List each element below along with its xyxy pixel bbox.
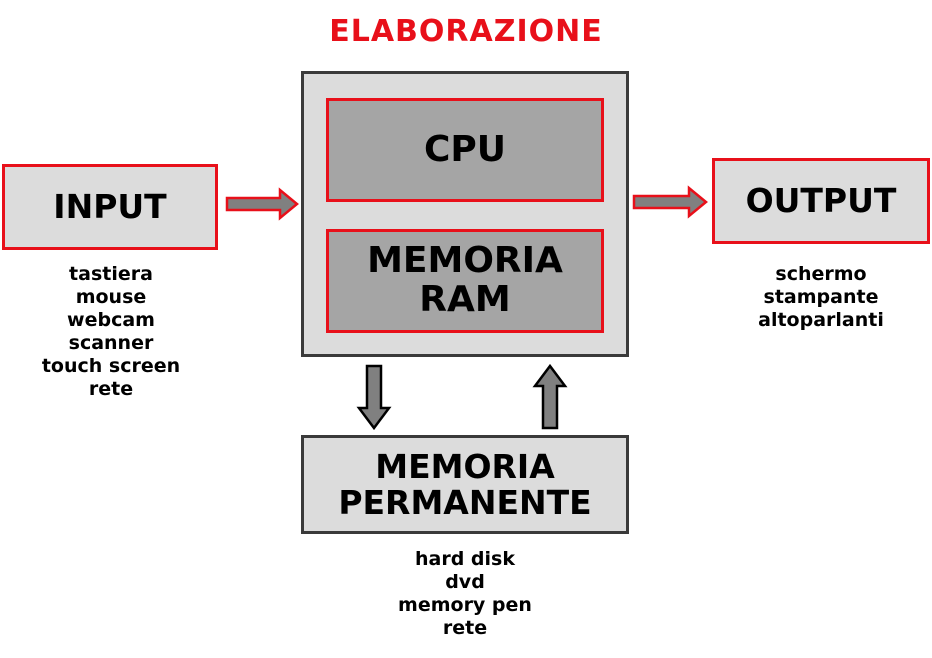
arrow-up-icon <box>532 363 568 430</box>
list-item: scanner <box>68 332 154 354</box>
list-item: rete <box>442 617 488 639</box>
storage-label-line: PERMANENTE <box>338 482 592 522</box>
list-item: hard disk <box>415 548 515 570</box>
cpu-box: CPU <box>326 98 604 202</box>
cpu-label: CPU <box>423 128 507 170</box>
arrow-down-icon <box>356 364 392 431</box>
list-item: tastiera <box>69 263 153 285</box>
ram-label-line: MEMORIA <box>367 240 563 282</box>
storage-label-line: MEMORIA <box>375 446 555 486</box>
ram-label-line: RAM <box>419 279 511 320</box>
output-box: OUTPUT <box>712 158 930 244</box>
input-box: INPUT <box>2 164 218 250</box>
list-item: altoparlanti <box>758 309 884 331</box>
list-item: rete <box>88 378 134 400</box>
storage-devices-list: hard disk dvd memory pen rete <box>301 548 629 640</box>
output-devices-list: schermo stampante altoparlanti <box>712 263 930 332</box>
list-item: memory pen <box>398 594 532 616</box>
output-label: OUTPUT <box>745 181 897 221</box>
list-item: schermo <box>775 263 867 285</box>
list-item: stampante <box>763 286 879 308</box>
input-label: INPUT <box>53 187 167 227</box>
list-item: dvd <box>445 571 485 593</box>
list-item: touch screen <box>41 355 181 377</box>
list-item: mouse <box>75 286 147 308</box>
arrow-right-icon <box>632 185 708 219</box>
input-devices-list: tastiera mouse webcam scanner touch scre… <box>0 263 222 401</box>
storage-box: MEMORIA PERMANENTE <box>301 435 629 534</box>
arrow-right-icon <box>225 187 299 221</box>
list-item: webcam <box>67 309 155 331</box>
diagram-title: ELABORAZIONE <box>329 14 603 49</box>
ram-box: MEMORIA RAM <box>326 229 604 333</box>
